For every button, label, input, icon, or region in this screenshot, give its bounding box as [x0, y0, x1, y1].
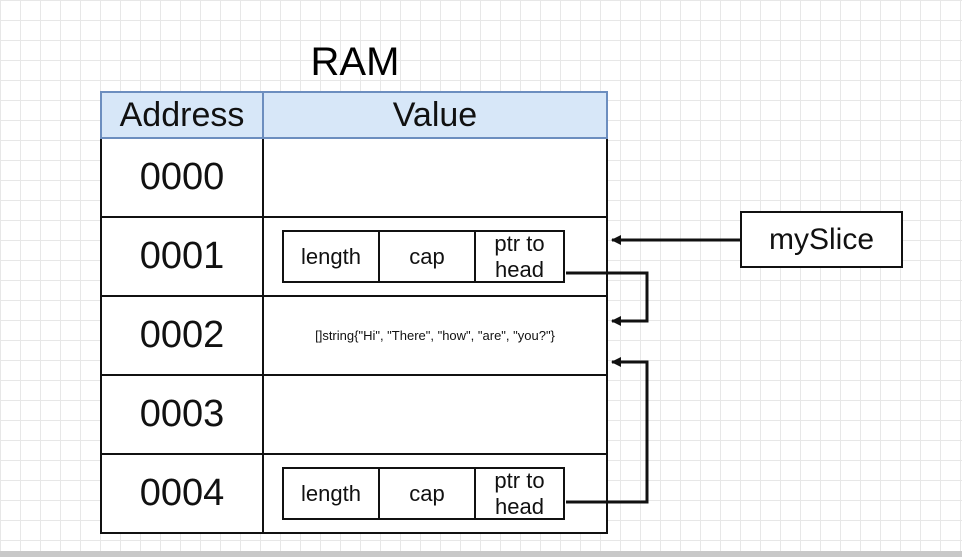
slice-header-box: length cap ptr to head — [282, 230, 565, 283]
value-cell: []string{"Hi", "There", "how", "are", "y… — [262, 295, 608, 376]
slice-cap-field: cap — [380, 469, 476, 518]
address-cell: 0004 — [100, 453, 264, 534]
slice-pointer-field: ptr to head — [476, 467, 563, 519]
address-cell: 0003 — [100, 374, 264, 455]
address-header: Address — [100, 91, 264, 139]
table-row: 0001 length cap ptr to head — [100, 216, 608, 297]
pointer-label-line2: head — [495, 493, 544, 519]
slice-length-field: length — [284, 469, 380, 518]
pointer-label-line2: head — [495, 256, 544, 282]
table-row: 0000 — [100, 137, 608, 218]
address-cell: 0001 — [100, 216, 264, 297]
ptr-0004-to-0002-arrow — [566, 357, 649, 504]
bottom-edge — [0, 551, 962, 557]
slice-cap-field: cap — [380, 232, 476, 281]
slice-header-box: length cap ptr to head — [282, 467, 565, 520]
myslice-variable-box: mySlice — [740, 211, 903, 268]
table-header-row: Address Value — [100, 91, 608, 139]
string-array-value: []string{"Hi", "There", "how", "are", "y… — [315, 328, 555, 343]
value-cell: length cap ptr to head — [262, 453, 608, 534]
address-cell: 0000 — [100, 137, 264, 218]
slice-pointer-field: ptr to head — [476, 230, 563, 282]
address-cell: 0002 — [100, 295, 264, 376]
value-cell: length cap ptr to head — [262, 216, 608, 297]
value-cell — [262, 137, 608, 218]
table-row: 0004 length cap ptr to head — [100, 453, 608, 534]
ram-title: RAM — [310, 40, 400, 84]
value-header: Value — [262, 91, 608, 139]
slice-length-field: length — [284, 232, 380, 281]
ram-table: Address Value 0000 0001 length cap ptr t… — [100, 91, 608, 534]
ptr-0001-to-0002-arrow — [566, 271, 649, 326]
value-cell — [262, 374, 608, 455]
table-row: 0003 — [100, 374, 608, 455]
pointer-label-line1: ptr to — [494, 230, 545, 256]
pointer-label-line1: ptr to — [494, 467, 545, 493]
table-row: 0002 []string{"Hi", "There", "how", "are… — [100, 295, 608, 376]
